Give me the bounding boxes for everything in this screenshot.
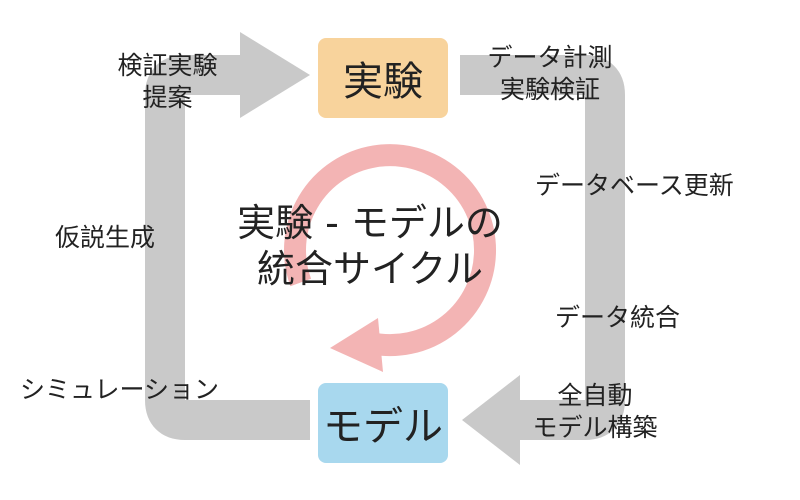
center-title-line2: 統合サイクル: [256, 247, 484, 291]
auto-line1: 全自動: [557, 381, 633, 410]
auto-build-label: 全自動 モデル構築: [515, 380, 675, 444]
hypothesis-label: 仮説生成: [55, 223, 156, 252]
experiment-box: 実験: [318, 38, 448, 118]
model-label: モデル: [323, 404, 443, 450]
measure-line2: 実験検証: [499, 75, 600, 104]
measure-label: データ計測 実験検証: [470, 42, 630, 106]
right-flow-arrowhead: [462, 375, 520, 465]
center-title: 実験 - モデルの 統合サイクル: [230, 200, 510, 292]
db-update-label: データベース更新: [535, 171, 734, 200]
model-box: モデル: [318, 383, 448, 463]
measure-line1: データ計測: [487, 43, 613, 72]
integration-label: データ統合: [555, 303, 681, 332]
proposal-line1: 検証実験: [117, 51, 218, 80]
experiment-label: 実験: [343, 59, 423, 105]
left-flow-arrow-shaft: [145, 55, 310, 440]
cycle-arrowhead: [330, 318, 383, 372]
cycle-arc: [284, 144, 497, 357]
auto-line2: モデル構築: [532, 413, 658, 442]
simulation-label: シミュレーション: [20, 375, 220, 404]
proposal-line2: 提案: [142, 83, 193, 112]
center-title-line1: 実験 - モデルの: [237, 201, 503, 245]
right-flow-arrow-shaft: [460, 55, 625, 440]
proposal-label: 検証実験 提案: [100, 50, 235, 114]
left-flow-arrowhead: [240, 32, 310, 118]
